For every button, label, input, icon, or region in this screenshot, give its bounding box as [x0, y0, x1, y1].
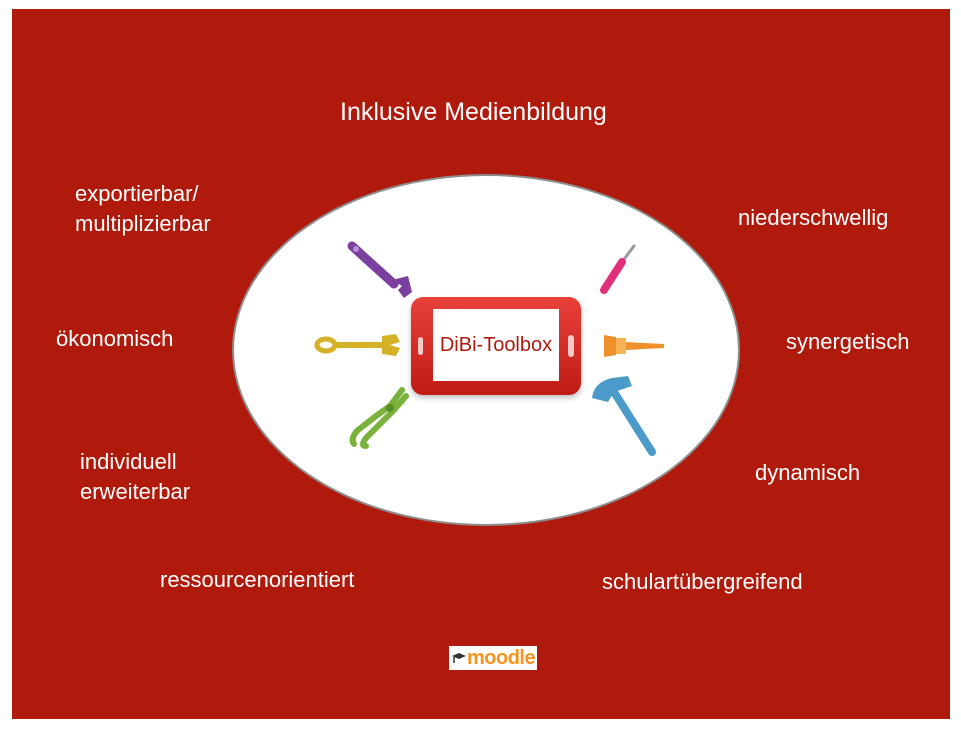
center-label: DiBi-Toolbox: [439, 333, 553, 356]
label-dynamisch: dynamisch: [755, 460, 861, 485]
title: Inklusive Medienbildung: [340, 98, 607, 126]
hammer-icon: [592, 376, 656, 456]
spanner-icon: [314, 334, 400, 356]
moodle-logo: moodle: [449, 646, 538, 670]
screwdriver-icon: [600, 244, 636, 294]
label-synergetisch: synergetisch: [786, 329, 910, 354]
phone-screen: DiBi-Toolbox: [433, 309, 559, 381]
label-individuell: individuell erweiterbar: [80, 447, 190, 507]
paintbrush-icon: [604, 335, 664, 357]
label-exportierbar-line1: exportierbar/: [75, 181, 199, 206]
phone-speaker: [568, 335, 574, 357]
label-schulartuebergreifend: schulartübergreifend: [602, 569, 803, 594]
wrench-icon: [347, 241, 412, 298]
label-exportierbar: exportierbar/ multiplizierbar: [75, 179, 211, 239]
label-exportierbar-line2: multiplizierbar: [75, 211, 211, 236]
label-niederschwellig: niederschwellig: [738, 205, 889, 230]
label-individuell-line1: individuell: [80, 449, 177, 474]
smartphone-icon: DiBi-Toolbox: [411, 297, 581, 395]
label-oekonomisch: ökonomisch: [56, 326, 174, 351]
graduation-cap-icon: [452, 653, 466, 663]
label-ressourcenorientiert: ressourcenorientiert: [160, 567, 355, 592]
pliers-icon: [349, 387, 409, 449]
moodle-logo-text: moodle: [467, 646, 536, 669]
label-individuell-line2: erweiterbar: [80, 479, 191, 504]
phone-home-button: [418, 337, 423, 355]
